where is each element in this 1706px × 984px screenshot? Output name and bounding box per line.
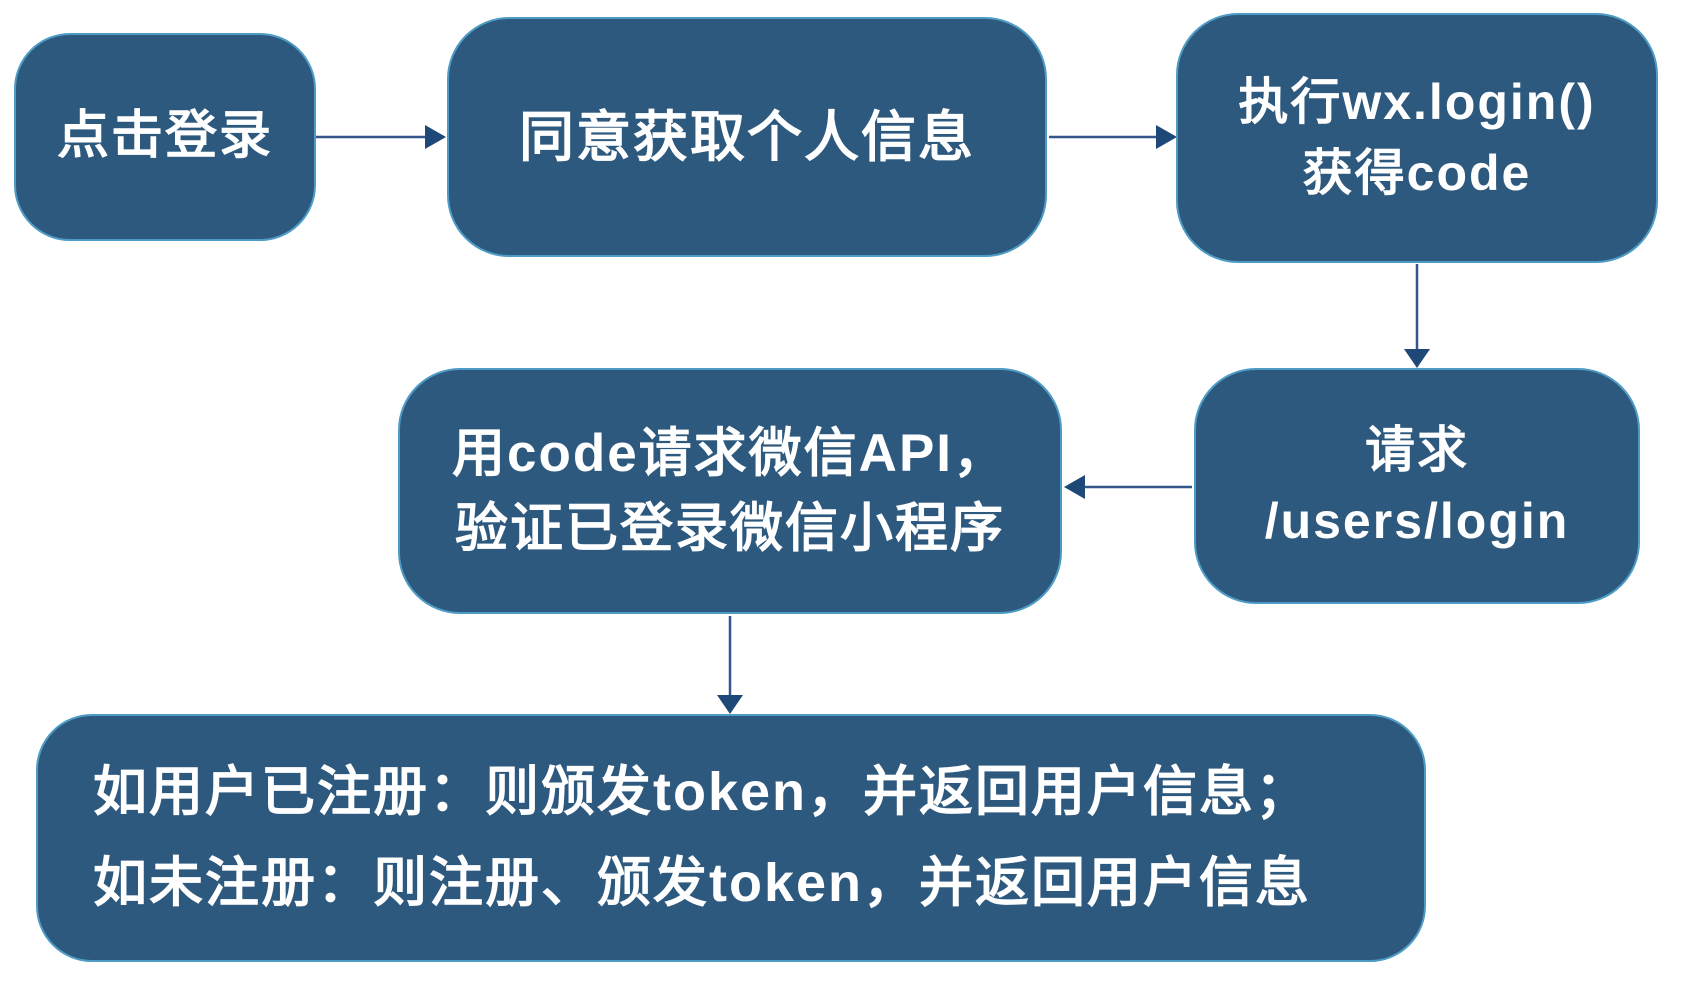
- arrow-agree-to-wxlogin: [1049, 125, 1177, 149]
- node-verify-wechat-api-line-2: 验证已登录微信小程序: [455, 499, 1005, 558]
- node-token-result-line-1: 如用户已注册：则颁发token，并返回用户信息；: [93, 762, 1312, 823]
- node-wx-login-get-code: 执行wx.login() 获得code: [1176, 13, 1658, 263]
- node-wx-login-line-2: 获得code: [1302, 145, 1532, 201]
- node-token-result-line-2: 如未注册：则注册、颁发token，并返回用户信息: [93, 853, 1312, 913]
- arrow-verify-to-token: [717, 616, 743, 714]
- arrow-click-to-agree: [316, 125, 446, 149]
- node-agree-personal-info-label: 同意获取个人信息: [518, 105, 975, 168]
- node-token-result: 如用户已注册：则颁发token，并返回用户信息； 如未注册：则注册、颁发toke…: [36, 714, 1426, 962]
- node-request-users-login-line-2: /users/login: [1264, 493, 1570, 549]
- node-click-login-label: 点击登录: [56, 107, 273, 166]
- node-verify-wechat-api-line-1: 用code请求微信API，: [451, 423, 1009, 483]
- node-verify-wechat-api: 用code请求微信API， 验证已登录微信小程序: [398, 368, 1062, 614]
- node-request-users-login-line-1: 请求: [1365, 422, 1469, 478]
- arrow-wxlogin-to-request: [1404, 264, 1430, 368]
- node-request-users-login: 请求 /users/login: [1194, 368, 1640, 604]
- node-click-login: 点击登录: [14, 33, 316, 241]
- node-agree-personal-info: 同意获取个人信息: [447, 17, 1047, 257]
- node-wx-login-line-1: 执行wx.login(): [1238, 74, 1596, 130]
- arrow-request-to-verify: [1064, 475, 1192, 499]
